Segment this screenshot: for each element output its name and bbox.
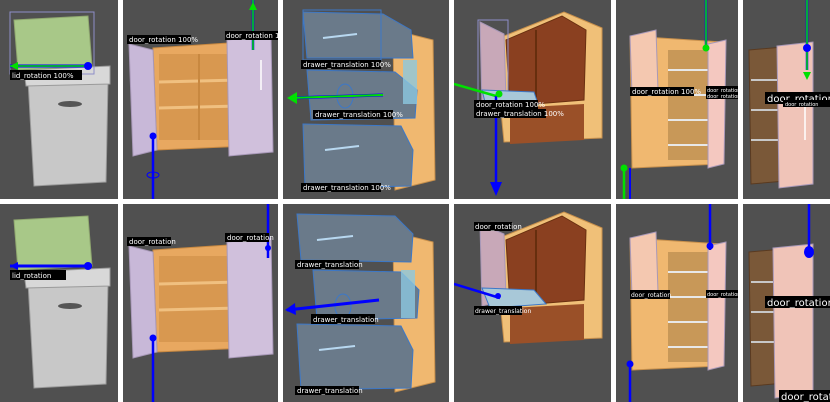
label-door: door_rotation <box>475 223 522 231</box>
panel-bottom-4: door_rotation drawer_translation <box>454 204 611 402</box>
drawer-1 <box>302 11 414 59</box>
door-upper <box>629 231 659 297</box>
scene-cabinet-doors-bottom: door_rotation door_rotation <box>127 204 274 402</box>
door-left <box>128 43 158 157</box>
scene-bin-top: lid_rotation 100% <box>9 11 111 187</box>
label-door: door_rotation 100% <box>476 101 545 109</box>
label-door-1: door_rotation <box>767 298 830 309</box>
door-right <box>707 39 727 169</box>
label-door-right-1: door_rotation <box>707 88 738 94</box>
label-drawer: drawer_translation <box>475 308 531 315</box>
panel-bottom-5: door_rotation door_rotation <box>616 204 738 402</box>
scene-drawers-top: drawer_translation 100% drawer_translati… <box>287 9 436 192</box>
door-right <box>707 241 727 371</box>
door-right <box>226 35 274 157</box>
panel-bottom-1: lid_rotation <box>0 204 118 402</box>
scene-cabinet-mixed-bottom: door_rotation drawer_translation <box>454 211 603 344</box>
scene-bin-bottom: lid_rotation <box>10 215 111 389</box>
scene-tall-cabinet-top: door_rotation 100% door_rotation door_ro… <box>620 0 738 199</box>
panel-bottom-6: door_rotation door_rotation <box>743 204 830 402</box>
scene-narrow-cabinet-bottom: door_rotation door_rotation <box>748 204 830 402</box>
drawer-3 <box>302 123 414 189</box>
label-drawer-2: drawer_translation 100% <box>315 111 403 119</box>
label-lid: lid_rotation <box>12 272 51 280</box>
label-drawer-1: drawer_translation <box>297 261 363 269</box>
label-door-1: door_rotation <box>767 94 830 105</box>
lid-part <box>13 215 93 271</box>
label-lid: lid_rotation 100% <box>12 72 74 80</box>
label-drawer-2: drawer_translation <box>313 316 379 324</box>
panel-top-5: door_rotation 100% door_rotation door_ro… <box>616 0 738 199</box>
door-left <box>128 245 158 359</box>
door <box>776 41 814 189</box>
panel-top-6: door_rotation door_rotation <box>743 0 830 199</box>
door-upper <box>629 29 659 95</box>
label-drawer: drawer_translation 100% <box>476 110 564 118</box>
panel-top-4: door_rotation 100% drawer_translation 10… <box>454 0 611 199</box>
label-door-right: door_rotation <box>227 234 274 242</box>
axis-translation <box>286 298 380 312</box>
label-door-left: door_rotation 100% <box>129 36 198 44</box>
scene-narrow-cabinet-top: door_rotation door_rotation <box>748 0 830 189</box>
label-drawer-3: drawer_translation 100% <box>303 184 391 192</box>
label-door-upper: door_rotation 100% <box>632 88 701 96</box>
door-right <box>226 237 274 359</box>
scene-tall-cabinet-bottom: door_rotation door_rotation <box>626 204 738 402</box>
label-door-left: door_rotation <box>129 238 176 246</box>
panel-bottom-3: drawer_translation drawer_translation dr… <box>283 204 449 402</box>
label-door-upper: door_rotation <box>631 292 671 299</box>
panel-top-1: lid_rotation 100% <box>0 0 118 199</box>
lid-part <box>13 15 93 71</box>
door <box>772 243 814 399</box>
drawer-1 <box>296 213 414 263</box>
label-door-2: door_rotation <box>781 392 830 402</box>
drawer-2 <box>312 269 420 321</box>
scene-drawers-bottom: drawer_translation drawer_translation dr… <box>285 213 436 395</box>
label-door-right: door_rotation 100% <box>226 32 278 40</box>
panel-bottom-2: door_rotation door_rotation <box>123 204 278 402</box>
label-drawer-1: drawer_translation 100% <box>303 61 391 69</box>
label-door-right-2: door_rotation <box>707 94 738 100</box>
scene-cabinet-doors-top: door_rotation 100% door_rotation 100% <box>127 0 278 199</box>
panel-top-3: drawer_translation 100% drawer_translati… <box>283 0 449 199</box>
label-door-2: door_rotation <box>785 102 818 108</box>
scene-cabinet-mixed-top: door_rotation 100% drawer_translation 10… <box>454 11 603 196</box>
label-door-right: door_rotation <box>707 292 738 298</box>
label-drawer-3: drawer_translation <box>297 387 363 395</box>
panel-top-2: door_rotation 100% door_rotation 100% <box>123 0 278 199</box>
drawer-3 <box>296 323 414 391</box>
